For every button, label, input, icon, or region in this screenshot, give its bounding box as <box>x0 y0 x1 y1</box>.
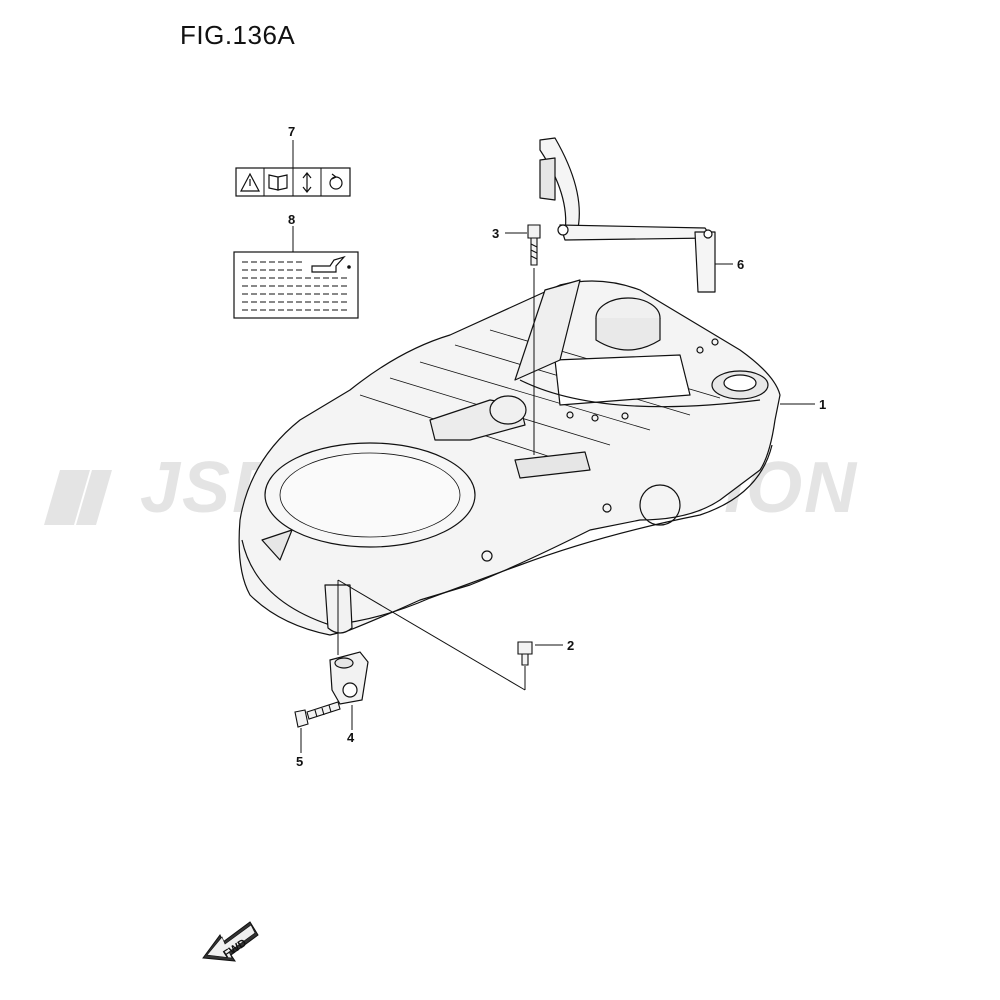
lower-cover-part-1[interactable] <box>238 279 781 636</box>
up-down-arrow-icon <box>302 172 312 193</box>
leader-lines <box>292 140 815 753</box>
manual-book-icon <box>268 174 288 191</box>
figure-title: FIG.136A <box>180 20 296 50</box>
bolt-part-2[interactable] <box>517 641 533 666</box>
callout-3: 3 <box>492 226 499 241</box>
callout-1: 1 <box>819 397 826 412</box>
callout-8: 8 <box>288 212 295 227</box>
clamp-part-4[interactable] <box>329 651 369 705</box>
bolt-part-3[interactable] <box>527 224 541 266</box>
callout-4: 4 <box>347 730 355 745</box>
instruction-decal-part-8[interactable] <box>233 251 359 319</box>
callout-6: 6 <box>737 257 744 272</box>
callout-7: 7 <box>288 124 295 139</box>
callout-2: 2 <box>567 638 574 653</box>
bracket-part-6[interactable] <box>539 137 716 293</box>
fwd-direction-arrow: FWD <box>202 921 259 962</box>
warning-decal-part-7[interactable] <box>235 167 351 197</box>
rotation-icon <box>329 173 343 190</box>
callout-5: 5 <box>296 754 303 769</box>
warning-triangle-icon <box>240 172 260 192</box>
bolt-part-5[interactable] <box>294 701 341 728</box>
oil-can-icon <box>311 255 351 273</box>
